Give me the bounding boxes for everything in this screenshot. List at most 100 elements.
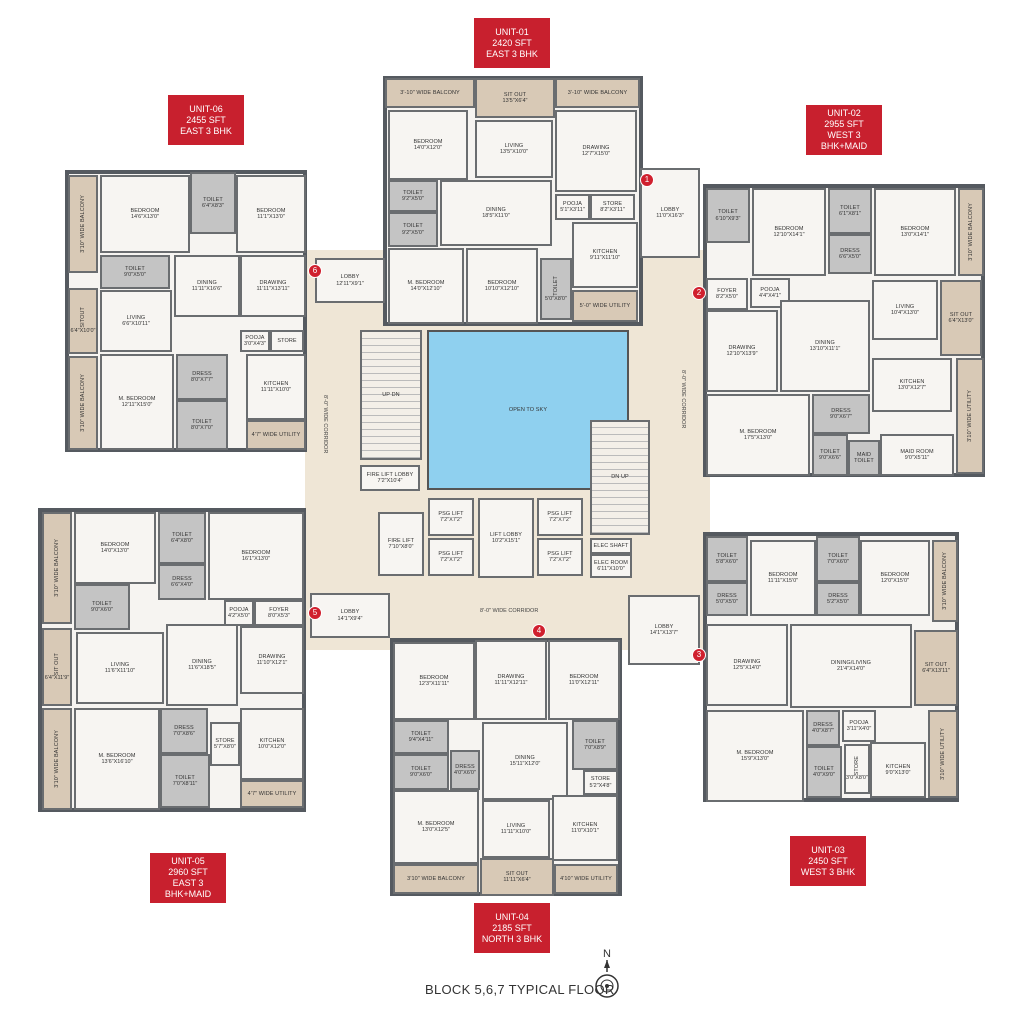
unit-05-room-3-10-wide-balcony: 3'10" WIDE BALCONY	[42, 512, 72, 624]
room-name: DRESS	[717, 592, 737, 599]
room-name: KITCHEN	[899, 378, 925, 385]
room-dimensions: 12'0"X15'0"	[880, 578, 910, 584]
room-name: PSG LIFT	[438, 550, 464, 557]
room-name: 3'-10" WIDE BALCONY	[567, 89, 628, 96]
room-name: DRESS	[455, 763, 475, 770]
room-dimensions: 9'2"X5'0"	[402, 229, 424, 236]
room-name: TOILET	[814, 765, 834, 772]
room-name: BEDROOM	[774, 225, 804, 232]
room-dimensions: 7'2"X7'2"	[440, 557, 462, 563]
room-dimensions: 5'8"X6'0"	[716, 559, 738, 565]
room-dimensions: 9'0"X6'6"	[819, 455, 841, 461]
room-dimensions: 12'10"X13'9"	[726, 351, 758, 357]
room-dimensions: 11'0"X12'11"	[568, 680, 600, 686]
room-dimensions: 11'6"X11'10"	[104, 668, 136, 674]
room-dimensions: 17'5"X13'0"	[743, 435, 773, 441]
room-name: DINING	[515, 754, 535, 761]
room-dimensions: 4'0"X9'0"	[813, 772, 835, 778]
room-name: DRAWING	[728, 344, 756, 351]
room-name: LIVING	[895, 303, 915, 310]
room-dimensions: 13'0"X12'5"	[421, 827, 451, 833]
room-name: M. BEDROOM	[98, 752, 136, 759]
room-dimensions: 5'0"X8'0"	[545, 295, 567, 302]
room-name: FIRE LIFT	[387, 537, 415, 544]
room-dimensions: 9'0"X6'7"	[830, 414, 852, 420]
room-dimensions: 5'2"X5'0"	[827, 599, 849, 605]
room-dimensions: 14'1"X13'7"	[649, 630, 679, 636]
entry-marker-2: 2	[692, 286, 706, 300]
unit-06-room-3-10-wide-balcony: 3'10" WIDE BALCONY	[68, 175, 98, 273]
room-dimensions: 11'11"X13'11"	[256, 286, 290, 292]
room-name: TOILET	[718, 209, 738, 215]
room-dimensions: 11'11"X12'11"	[494, 680, 528, 686]
room-dimensions: 4'4"X4'1"	[759, 293, 781, 299]
room-name: 3'10" WIDE UTILITY	[966, 390, 973, 442]
room-name: DRAWING	[733, 658, 761, 665]
room-name: TOILET	[411, 730, 431, 737]
room-dimensions: 8'0"X7'7"	[191, 377, 213, 383]
room-name: 3'10" WIDE BALCONY	[53, 539, 60, 597]
room-dimensions: 7'0"X8'9"	[584, 745, 606, 751]
room-dimensions: 9'0"X5'0"	[124, 272, 146, 278]
room-name: DRAWING	[259, 279, 287, 286]
room-name: UP DN	[382, 391, 400, 398]
room-name: 4'10" WIDE UTILITY	[560, 875, 612, 882]
room-name: TOILET	[585, 738, 605, 745]
room-dimensions: 7'0"X8'11"	[172, 781, 198, 787]
core-room-up-dn: UP DN	[360, 330, 422, 460]
room-name: SIT OUT	[505, 870, 529, 877]
room-dimensions: 5'7"X8'0"	[214, 744, 236, 750]
room-name: LIVING	[110, 661, 130, 668]
room-name: 3'10" WIDE BALCONY	[407, 875, 465, 882]
room-dimensions: 11'1"X13'0"	[257, 214, 285, 220]
room-name: LOBBY	[340, 274, 360, 280]
room-name: TOILET	[403, 223, 423, 229]
room-name: MAID TOILET	[854, 451, 874, 465]
core-room-dn-up: DN UP	[590, 420, 650, 535]
unit-03-room-3-10-wide-balcony: 3'10" WIDE BALCONY	[932, 540, 958, 622]
room-dimensions: 13'0"X14'1"	[900, 232, 930, 238]
room-dimensions: 11'11"X10'0"	[500, 829, 532, 835]
room-dimensions: 13'10"X11'1"	[809, 346, 841, 352]
room-name: DRESS	[828, 592, 848, 599]
room-dimensions: 12'7"X15'0"	[581, 151, 611, 157]
room-name: TOILET	[125, 265, 145, 272]
room-name: BEDROOM	[241, 549, 271, 556]
room-name: DINING/LIVING	[830, 659, 872, 666]
room-name: POOJA	[562, 200, 583, 207]
unit-04-room-3-10-wide-balcony: 3'10" WIDE BALCONY	[393, 864, 479, 894]
north-label: N	[603, 948, 611, 960]
room-dimensions: 3'0"X4'3"	[244, 341, 266, 347]
room-name: KITCHEN	[572, 821, 598, 828]
room-name: DRESS	[813, 721, 833, 728]
room-name: M. BEDROOM	[407, 279, 445, 286]
